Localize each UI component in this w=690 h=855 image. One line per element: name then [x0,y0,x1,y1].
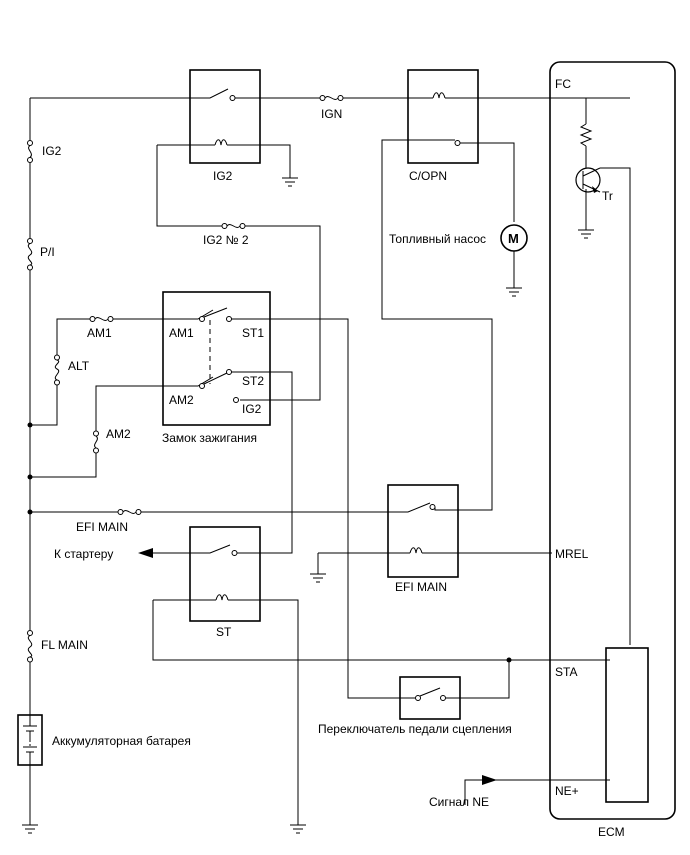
fuel-pump-label: Топливный насос [389,232,486,246]
ecm-mrel-label: MREL [555,547,589,561]
clutch-switch-label: Переключатель педали сцепления [318,722,512,736]
relay-st-label: ST [216,625,232,639]
relay-copn-label: C/OPN [409,169,447,183]
ecm-label: ECM [598,825,625,839]
ign-ig2-label: IG2 [242,402,262,416]
ground-battery-icon [22,824,38,834]
svg-text:M: M [508,231,519,246]
fuse-ign-label: IGN [321,107,342,121]
ign-am2-label: AM2 [169,393,194,407]
ecm-ne-label: NE+ [555,784,579,798]
fuse-ig2-no2-label: IG2 № 2 [203,233,249,247]
ecm-fc-label: FC [555,77,571,91]
fuse-am2-label: AM2 [106,427,131,441]
ign-st1-label: ST1 [242,326,264,340]
starter-label: К стартеру [54,547,113,561]
ignition-switch-label: Замок зажигания [162,431,257,445]
fusible-link-fl-main: FL MAIN [27,630,88,663]
ign-am1-label: AM1 [169,326,194,340]
ne-signal-label: Сигнал NE [429,795,489,809]
relay-ig2-label: IG2 [213,169,233,183]
relay-efi-main-label: EFI MAIN [395,580,447,594]
fuse-ign: IGN [260,95,408,121]
fuse-ig2-label: IG2 [42,144,62,158]
battery: Аккумуляторная батарея [17,714,191,766]
am2-branch: AM2 [30,376,214,478]
alt-am1-branch: ALT AM1 [30,309,214,426]
relay-efi-main: EFI MAIN [310,484,552,594]
fusible-link-pi: P/I [27,238,55,271]
ground-ig2-icon [282,177,298,187]
relay-ig2: IG2 [157,69,291,183]
efi-main-fuse-branch: EFI MAIN [30,139,493,534]
ne-signal: Сигнал NE [429,775,610,809]
fuse-efi-main-label: EFI MAIN [76,520,128,534]
power-bus [27,97,190,825]
ecm: FC Tr MREL STA NE+ ECM [549,61,676,839]
ignition-switch: AM1 ST1 AM2 ST2 IG2 Замок зажигания [162,291,408,699]
fuse-fl-main-label: FL MAIN [41,638,88,652]
fuse-ig2: IG2 [27,140,62,163]
starter-arrow-icon: К стартеру [54,547,153,561]
ign-st2-label: ST2 [242,374,264,388]
fuel-pump-motor-icon: M Топливный насос [389,224,528,297]
fuse-am1-label: AM1 [87,326,112,340]
relay-st: ST [150,526,306,834]
battery-label: Аккумуляторная батарея [52,734,191,748]
clutch-pedal-switch: Переключатель педали сцепления [318,676,512,736]
fuse-ig2-no2: IG2 № 2 [156,145,321,403]
fuse-pi-label: P/I [40,245,55,259]
fuse-alt-label: ALT [68,359,90,373]
relay-copn: C/OPN [407,69,630,222]
sta-line [152,600,610,699]
ecm-sta-label: STA [555,665,577,679]
ecm-tr-label: Tr [602,189,613,203]
